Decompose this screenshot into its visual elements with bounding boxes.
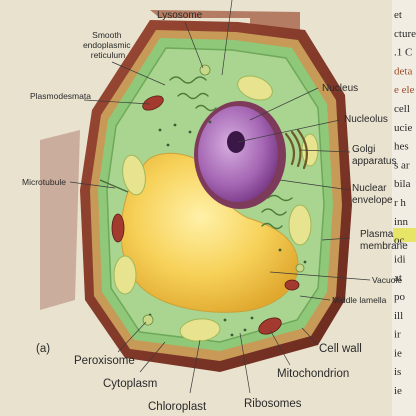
lysosome <box>199 64 211 76</box>
page-edge-line: ie <box>394 385 402 397</box>
page-edge-line: po <box>394 291 406 303</box>
page-edge-line: ie <box>394 347 402 359</box>
label-mitochondrion: Mitochondrion <box>277 368 349 380</box>
chloroplasts <box>113 75 319 342</box>
page-edge-line: at <box>394 272 402 284</box>
label-microtubule: Microtubule <box>22 177 66 187</box>
endoplasmic-reticulum <box>169 76 293 230</box>
mitochondria <box>111 95 300 335</box>
peroxisome <box>295 263 305 273</box>
page-edge-line: r h <box>394 197 406 209</box>
chloroplast <box>288 204 312 246</box>
label-golgi-apparatus: Golgi apparatus <box>352 144 396 167</box>
page-edge-line: oc <box>394 235 405 247</box>
page-edge-line: ucie <box>394 122 412 134</box>
page-edge-line: e ele <box>394 84 415 96</box>
page-edge-line: ir <box>394 329 401 341</box>
label-plasma-membrane: Plasma membrane <box>360 229 408 252</box>
diagram-labels: Lysosome Smooth endoplasmic reticulum Pl… <box>22 10 408 413</box>
chloroplast <box>122 154 146 196</box>
nucleus <box>198 106 278 202</box>
nucleolus <box>227 131 245 153</box>
label-nucleolus: Nucleolus <box>344 114 388 125</box>
page-edge-text: et cture .1 C deta e ele cell ucie hes s ar bila r… <box>394 9 416 397</box>
page-edge-line: ill <box>394 310 403 322</box>
label-cytoplasm: Cytoplasm <box>103 378 157 390</box>
mitochondrion <box>258 317 282 335</box>
mitochondrion <box>284 279 300 291</box>
neighbour-cell-wall <box>40 130 80 310</box>
page-edge-line: is <box>394 366 401 378</box>
label-nucleus: Nucleus <box>322 83 358 94</box>
page-edge-line: et <box>394 9 402 21</box>
page-edge-highlight <box>393 228 416 242</box>
mitochondrion <box>142 95 164 111</box>
label-nuclear-envelope: Nuclear envelope <box>352 183 393 206</box>
page-edge-line: .1 C <box>394 47 412 59</box>
page-edge-strip <box>392 0 416 416</box>
page-edge-line: inn <box>394 216 409 228</box>
chloroplast <box>179 318 221 342</box>
label-vacuole: Vacuole <box>372 275 402 285</box>
page-edge-line: cture <box>394 28 416 40</box>
label-middle-lamella: Middle lamella <box>332 295 387 305</box>
label-plasmodesmata: Plasmodesmata <box>30 91 91 101</box>
golgi-apparatus <box>284 128 309 170</box>
chloroplast <box>113 255 137 295</box>
chloroplast <box>237 75 273 101</box>
page-edge-line: deta <box>394 65 412 77</box>
label-chloroplast: Chloroplast <box>148 401 207 413</box>
page-edge-line: s ar <box>394 159 410 171</box>
label-peroxisome: Peroxisome <box>74 355 135 367</box>
panel-label: (a) <box>36 343 50 355</box>
peroxisomes <box>142 64 305 326</box>
label-ribosomes: Ribosomes <box>244 398 302 410</box>
page-edge-line: idi <box>394 253 406 265</box>
mitochondrion <box>111 213 125 243</box>
label-lysosome: Lysosome <box>157 10 203 21</box>
label-cell-wall: Cell wall <box>319 343 362 355</box>
ribosomes <box>148 120 307 337</box>
page-edge-line: bila <box>394 178 411 190</box>
leader-lines <box>69 0 371 394</box>
microtubule <box>99 179 129 193</box>
label-smooth-er: Smooth endoplasmic reticulum <box>83 30 133 60</box>
page-edge-line: cell <box>394 103 410 115</box>
page-edge-line: hes <box>394 141 409 153</box>
